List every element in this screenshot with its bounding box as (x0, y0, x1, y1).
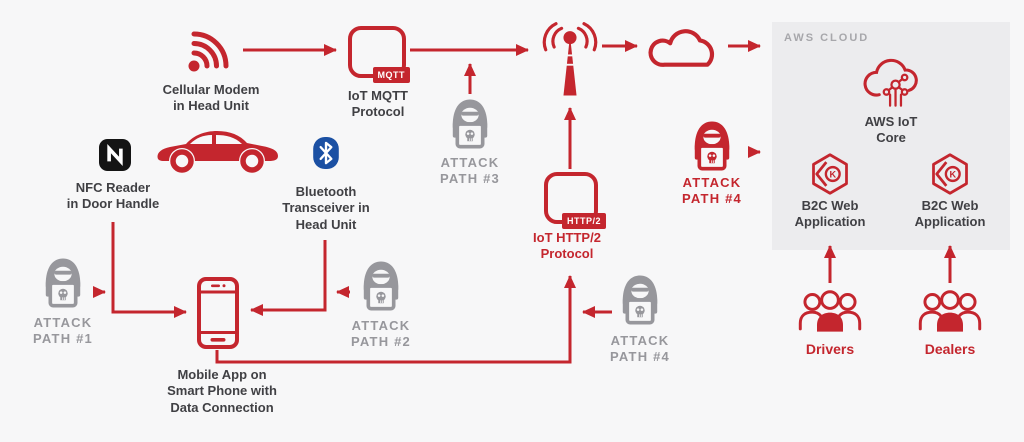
b2c-app-icon (808, 152, 852, 196)
attack-path-1-label: ATTACK PATH #1 (33, 315, 93, 347)
attack-path-2-label: ATTACK PATH #2 (351, 318, 411, 350)
smartphone-icon (196, 276, 240, 350)
attack-path-4-gray-label: ATTACK PATH #4 (610, 333, 670, 365)
users-icon (916, 288, 984, 340)
cellular-signal-icon (184, 22, 238, 76)
bluetooth-icon (313, 137, 339, 169)
bluetooth-transceiver-label: Bluetooth Transceiver in Head Unit (282, 184, 370, 232)
hacker-icon (683, 118, 741, 174)
cloud-icon (646, 20, 726, 74)
b2c-web-application-right-label: B2C Web Application (914, 198, 986, 230)
hacker-icon (611, 272, 669, 328)
http2-protocol-label: IoT HTTP/2 Protocol (533, 230, 601, 262)
b2c-app-icon (928, 152, 972, 196)
attack-path-3-label: ATTACK PATH #3 (440, 155, 500, 187)
aws-iot-core-label: AWS IoT Core (864, 114, 918, 146)
cellular-modem-label: Cellular Modem in Head Unit (162, 82, 260, 114)
hacker-icon (352, 258, 410, 314)
aws-cloud-region-title: AWS CLOUD (784, 32, 870, 44)
users-icon (796, 288, 864, 340)
dealers-label: Dealers (924, 341, 976, 357)
nfc-icon (99, 139, 131, 171)
nfc-reader-label: NFC Reader in Door Handle (66, 180, 160, 212)
mqtt-protocol-box: MQTT (348, 26, 410, 83)
attack-path-4-red-label: ATTACK PATH #4 (682, 175, 742, 207)
hacker-icon (441, 96, 499, 152)
aws-iot-core-icon (862, 54, 920, 110)
mqtt-protocol-label: IoT MQTT Protocol (348, 88, 408, 120)
http2-protocol-box: HTTP/2 (544, 172, 606, 229)
mqtt-badge: MQTT (372, 67, 410, 83)
mobile-app-label: Mobile App on Smart Phone with Data Conn… (167, 367, 277, 415)
cell-tower-icon (542, 20, 598, 102)
hacker-icon (34, 255, 92, 311)
drivers-label: Drivers (805, 341, 855, 357)
b2c-web-application-left-label: B2C Web Application (794, 198, 866, 230)
car-icon (152, 126, 282, 174)
http2-badge: HTTP/2 (561, 213, 606, 229)
